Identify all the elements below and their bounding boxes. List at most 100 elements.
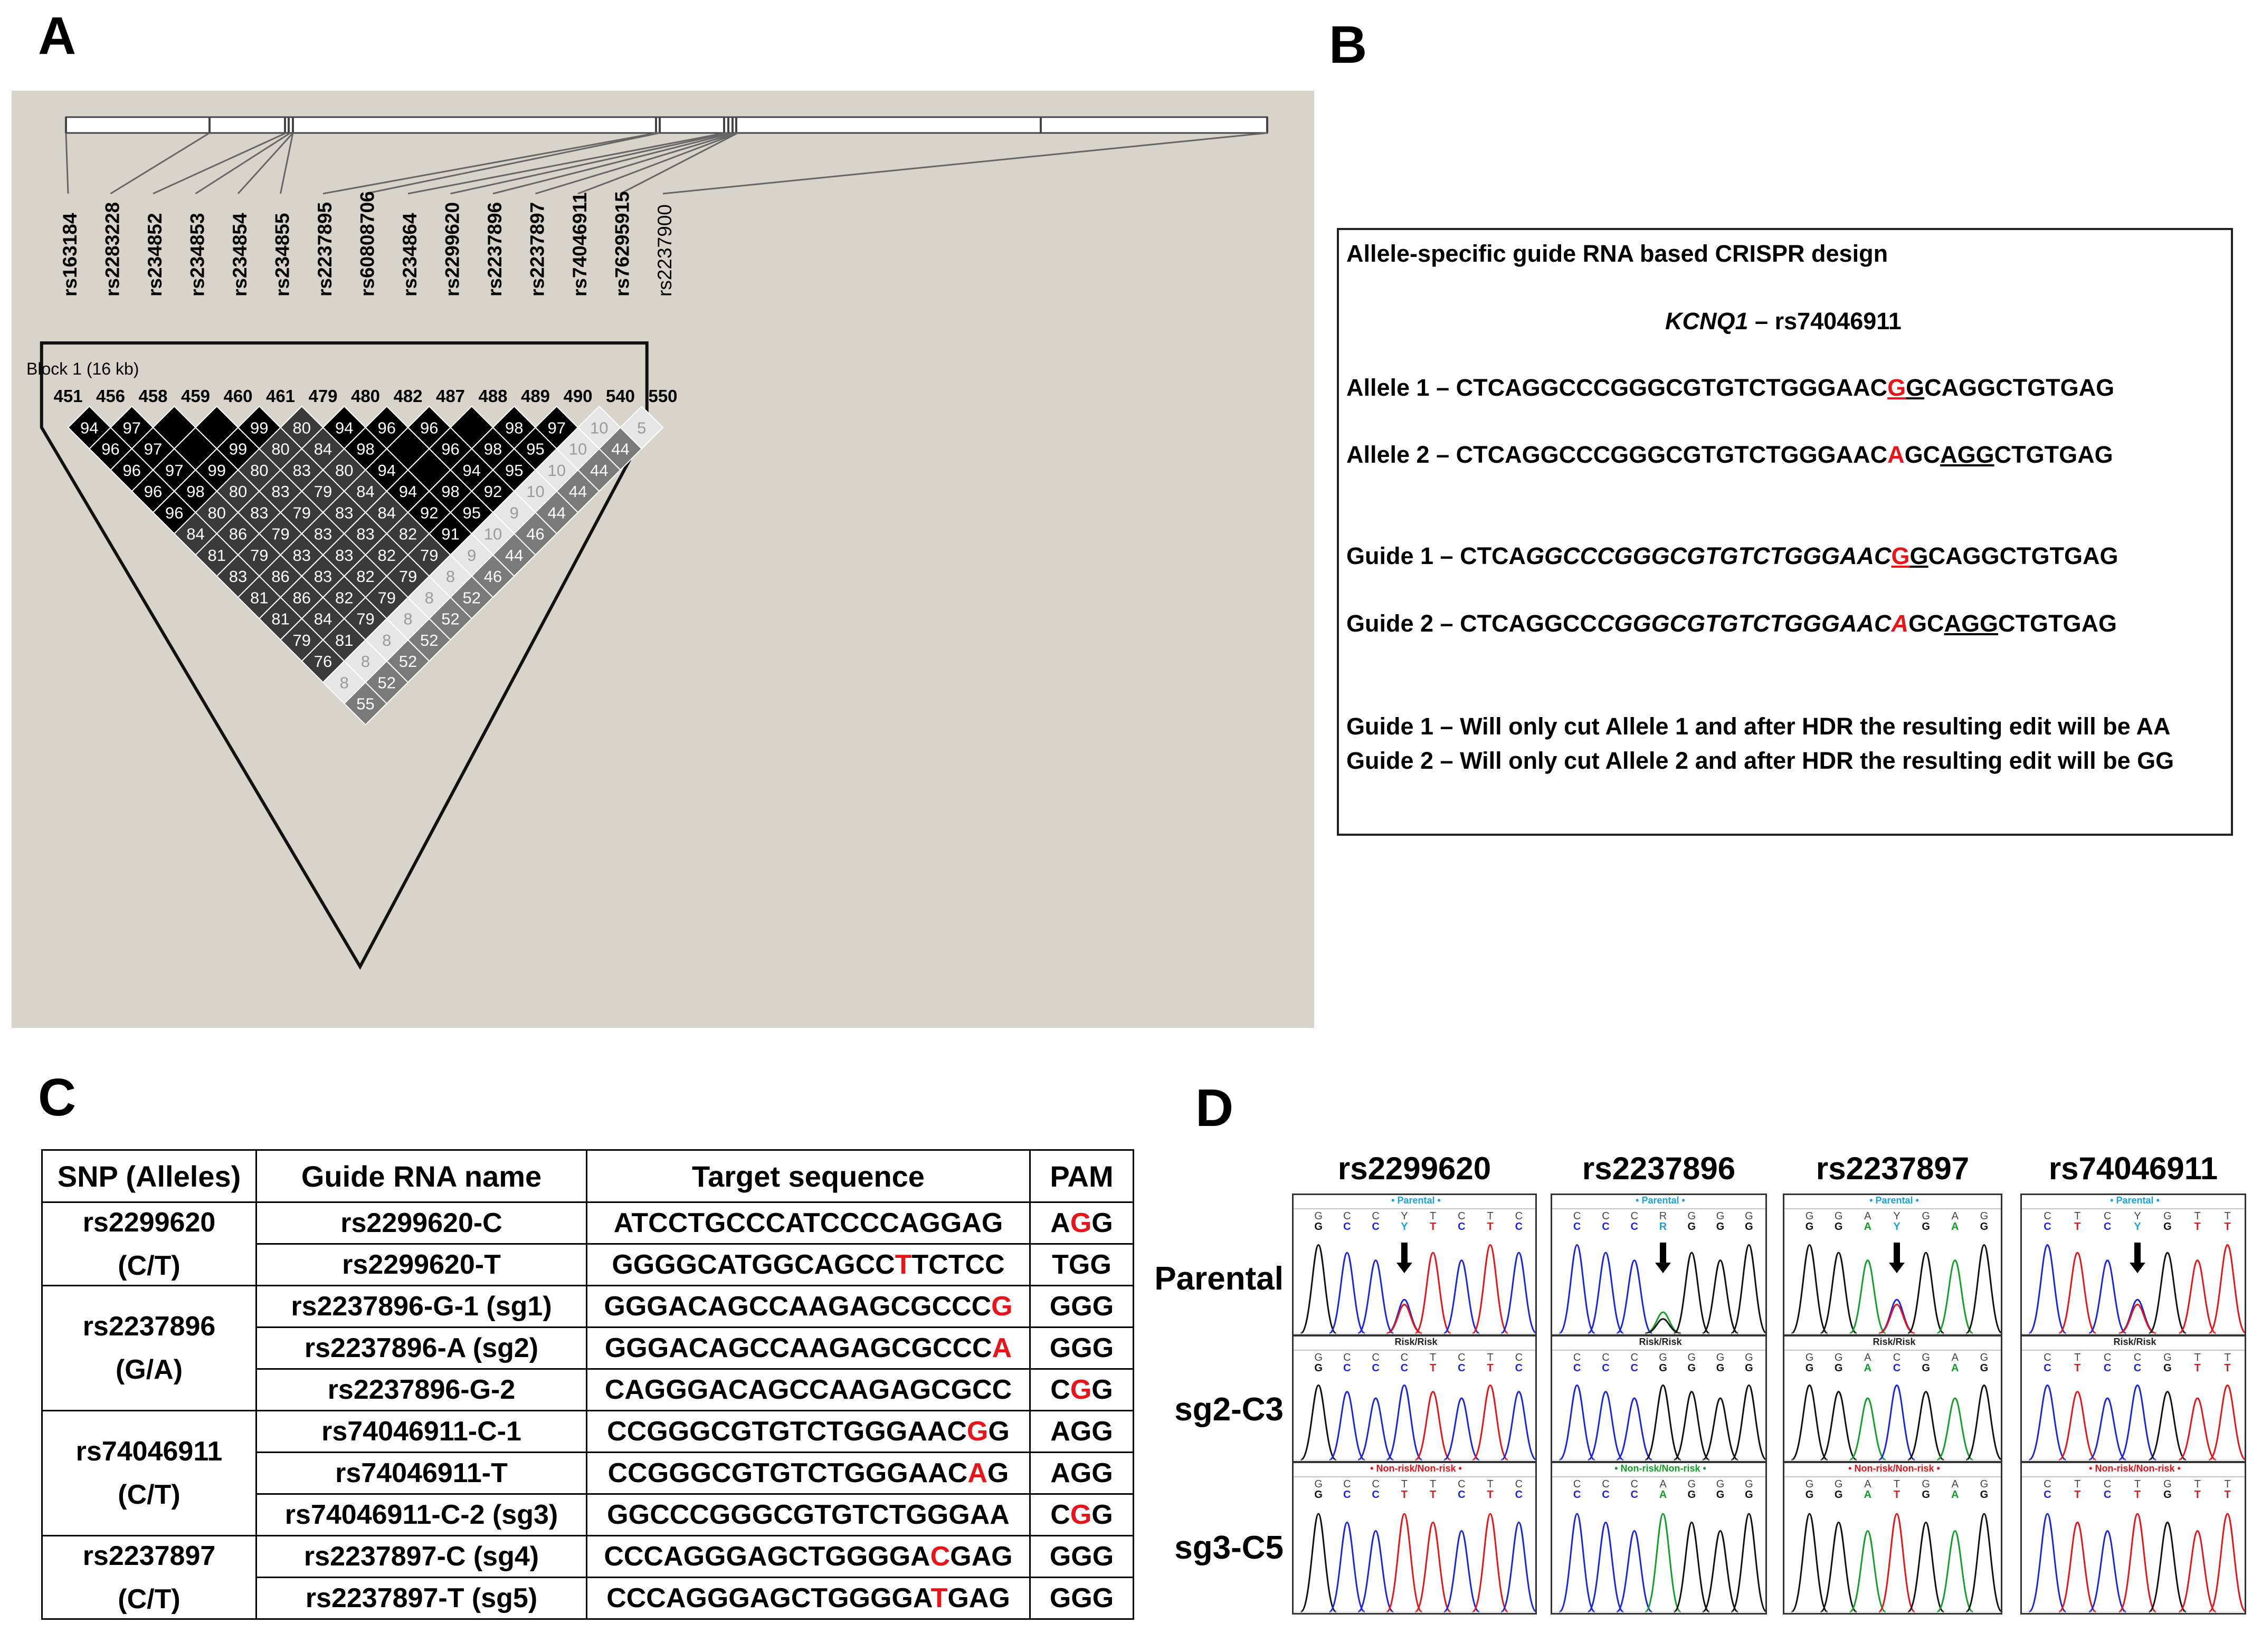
trace-peak [2058,1391,2097,1461]
snp-cell: rs2237896(G/A) [41,1285,257,1411]
trace-peak [1907,1521,1945,1613]
trace-peak [1386,1303,1422,1334]
base-call: C [1343,1489,1351,1501]
base-call: G [1314,1362,1323,1374]
base-call: G [1716,1221,1725,1233]
snp-name-label: rs2237897 [527,202,548,297]
ld-value: 83 [314,525,332,543]
base-call: C [1630,1221,1638,1233]
base-call-top: C [1343,1210,1351,1222]
ld-value: 10 [590,418,608,437]
guide-name-cell: rs74046911-C-2 (sg3) [255,1493,587,1536]
ld-value: 9 [510,503,519,522]
snp-connector [662,132,1268,195]
trace-header: • Non-risk/Non-risk • [1848,1463,1940,1474]
base-call: C [2044,1489,2051,1501]
trace-peak [1588,1391,1624,1461]
base-call: C [1602,1362,1609,1374]
base-call: T [2194,1489,2201,1501]
target-sequence-cell: GGGGCATGGCAGCCTTCTCC [586,1243,1031,1286]
snp-arrow-icon [1396,1243,1412,1273]
chromatogram-row-label: sg3-C5 [1174,1530,1284,1566]
snp-connector [535,132,737,195]
trace-peak [1731,1384,1765,1461]
snp-arrow-icon [1655,1243,1671,1273]
base-call: G [1835,1489,1843,1501]
ld-value: 82 [356,567,374,586]
sequence-part: CCGGGCGTGTCTGGGAAC [607,1416,967,1447]
pam-cell: GGG [1029,1285,1134,1328]
base-call-top: C [2104,1210,2111,1222]
sequence-part: CCGGGCGTGTCTGGGAAC [607,1458,968,1488]
base-call-top: G [1922,1210,1930,1222]
base-call: T [2074,1221,2080,1233]
snp-title: rs2237897 [1816,1151,1970,1186]
base-call-top: T [1401,1478,1408,1490]
panel-label-b: B [1329,15,1367,74]
trace-peak [1702,1397,1738,1461]
ld-value: 84 [314,610,332,628]
base-call: G [1659,1362,1667,1374]
snp-name-label: rs2237895 [314,202,336,297]
marker-number: 490 [563,386,592,406]
trace-peak [1500,1391,1535,1461]
trace-peak [1702,1259,1738,1334]
base-call: G [1806,1489,1814,1501]
ld-value: 98 [484,440,502,459]
ld-value: 98 [356,440,374,459]
ld-value: 79 [378,588,396,607]
base-call-top: T [1430,1478,1436,1490]
sequence-part: G [991,1291,1013,1322]
base-call-top: G [1835,1478,1843,1490]
base-call-top: C [1573,1210,1581,1222]
table-row: rs2237897(C/T)rs2237897-C (sg4)CCCAGGGAG… [41,1535,1134,1620]
ld-value: 99 [208,461,226,480]
marker-number: 487 [436,386,465,406]
base-call: R [1659,1221,1667,1233]
trace-peak [1357,1259,1394,1334]
ld-value: 8 [340,673,349,692]
base-call-top: T [1487,1478,1494,1490]
base-call: T [1487,1221,1494,1233]
snp-connector [65,132,69,194]
base-call: G [1688,1221,1696,1233]
pam-part: GGG [1049,1583,1114,1613]
pam-part: G [1091,1208,1113,1238]
header-pam: PAM [1029,1149,1134,1203]
base-call-top: C [2134,1352,2141,1363]
base-call-top: G [1980,1210,1989,1222]
base-call-top: Y [1401,1210,1408,1222]
base-call-top: G [1745,1352,1753,1363]
snp-name-label: rs163184 [59,213,81,297]
trace-peak [1645,1513,1681,1613]
trace-peak [2208,1513,2245,1613]
sequence-part: TCTCC [911,1249,1005,1280]
snp-name-label: rs234852 [144,213,166,297]
trace-peak [1849,1259,1886,1334]
guide-1-line: Guide 1 – CTCAGGCCCGGGCGTGTCTGGGAACGGCAG… [1346,542,2118,569]
sequence-part: GGGACAGCCAAGAGCGCCC [604,1291,992,1322]
ld-value: 44 [569,482,587,501]
base-call: C [1343,1221,1351,1233]
trace-header: • Non-risk/Non-risk • [1370,1463,1462,1474]
ld-value: 94 [335,418,353,437]
trace-peak [2118,1384,2156,1461]
trace-peak [1559,1384,1595,1461]
sequence-part: G [966,1416,989,1447]
base-call: T [1487,1362,1494,1374]
ld-value: 98 [441,482,459,501]
target-sequence-cell: CCGGGCGTGTCTGGGAACGG [586,1410,1031,1453]
base-call-top: C [1602,1352,1609,1363]
base-call: A [1659,1489,1667,1501]
trace-peak [2208,1244,2245,1334]
trace-peak [1588,1252,1624,1334]
marker-number: 550 [648,386,677,406]
trace-peak [1820,1391,1857,1461]
